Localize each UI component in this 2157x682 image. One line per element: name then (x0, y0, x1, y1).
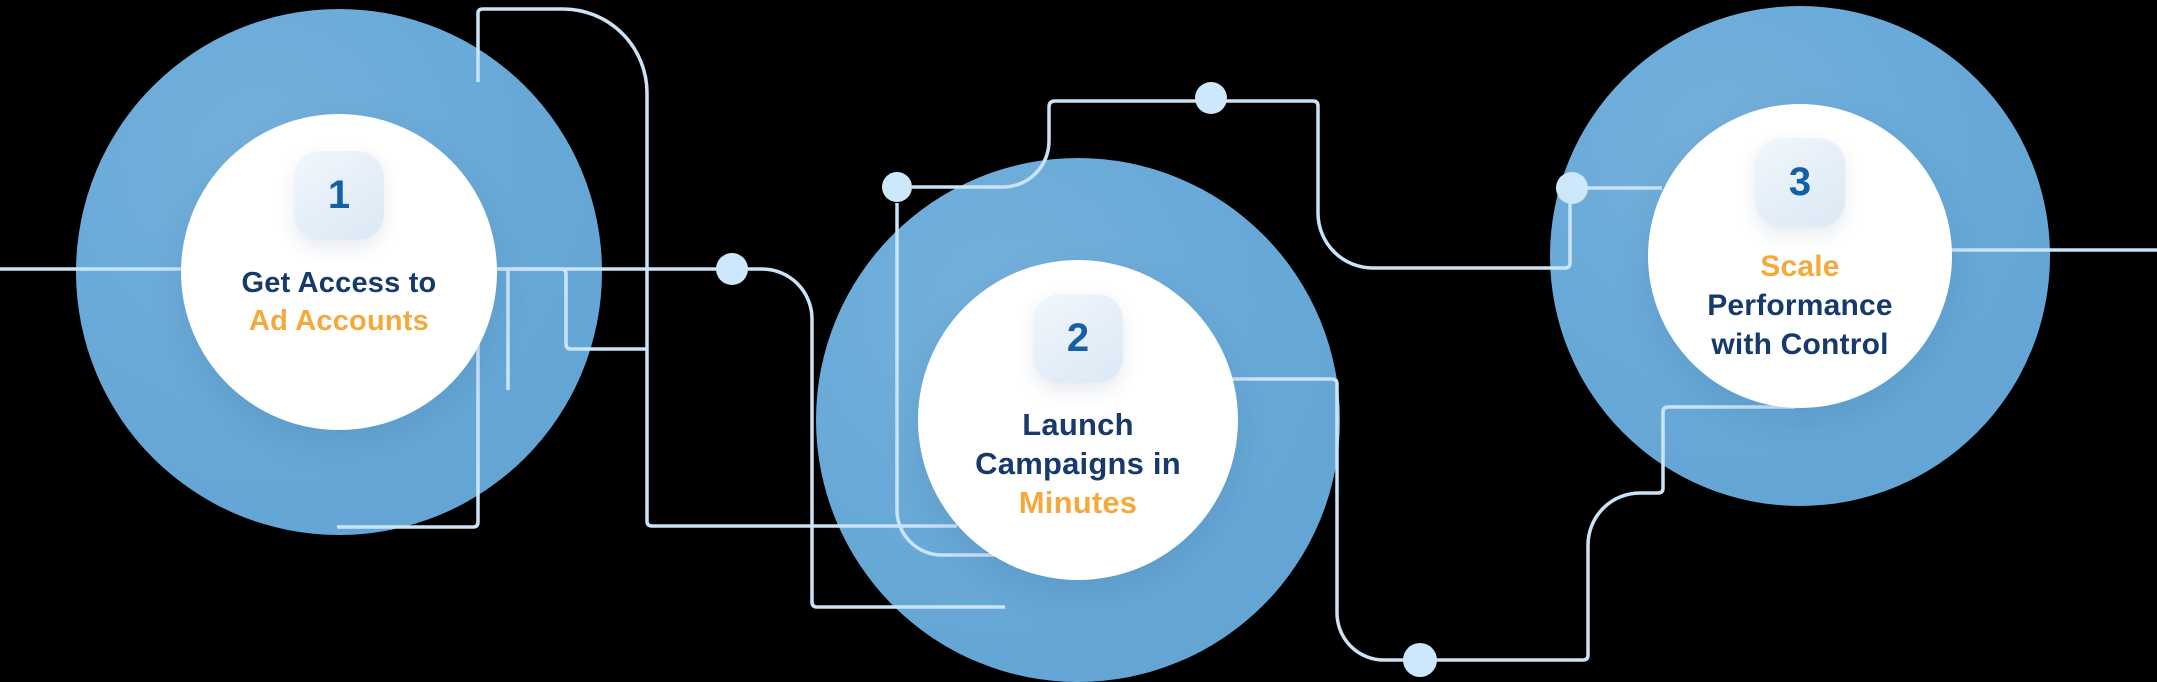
circuit-line (1180, 377, 1795, 662)
connector-dot (882, 172, 912, 202)
step-2-title-line: Launch (1022, 407, 1134, 442)
step-2-number-badge: 2 (1033, 293, 1123, 383)
connector-dot (1195, 82, 1227, 114)
connector-dot (1556, 172, 1588, 204)
step-2-card: 2 Launch Campaigns in Minutes (918, 260, 1238, 580)
circuit-line (476, 7, 957, 528)
step-1-title: Get Access to Ad Accounts (242, 264, 437, 340)
connector-dot (1403, 643, 1437, 677)
step-1-title-line: Get Access to (241, 267, 437, 299)
step-3-title-line: Performance (1707, 289, 1893, 322)
step-1-number-badge: 1 (294, 150, 384, 240)
step-1-title-line: Ad Accounts (249, 305, 429, 337)
circuit-line (337, 300, 480, 529)
circuit-line (912, 99, 1572, 270)
step-2-title: Launch Campaigns in Minutes (975, 405, 1181, 522)
step-3-number-badge: 3 (1755, 137, 1845, 227)
step-2-title-line: Minutes (1018, 485, 1138, 520)
connector-dot (716, 253, 748, 285)
circuit-line (0, 267, 1005, 609)
step-3-title-line: with Control (1711, 328, 1889, 361)
step-2-title-line: Campaigns in (975, 446, 1181, 481)
step-3-card: 3 Scale Performance with Control (1648, 104, 1952, 408)
circuit-line (498, 267, 647, 351)
step-1-card: 1 Get Access to Ad Accounts (181, 114, 497, 430)
step-3-title-line: Scale (1760, 250, 1840, 283)
step-3-title: Scale Performance with Control (1707, 247, 1893, 364)
circuit-line (895, 203, 1040, 557)
